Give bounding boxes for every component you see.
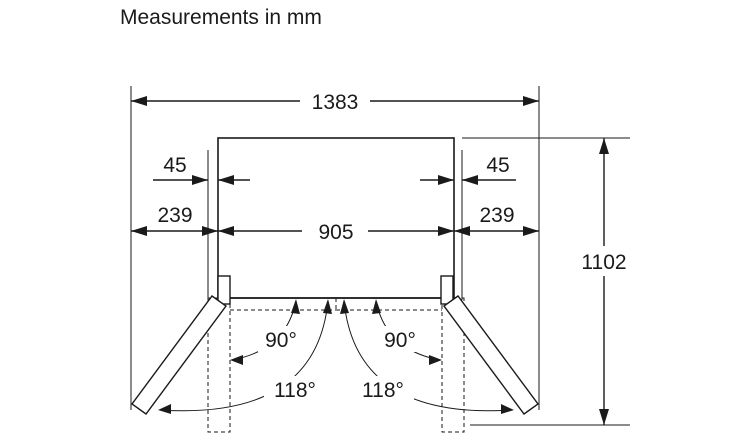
right-hinge [440,275,454,305]
door-swing-outlines [207,297,465,433]
label-side-gap-right: 45 [486,154,509,177]
label-depth: 1102 [581,251,626,274]
dim-cabinet-width [218,216,454,244]
label-angle-right-118: 118° [362,379,404,402]
label-side-gap-left: 45 [163,154,186,177]
left-door-open [131,295,227,415]
diagram-title: Measurements in mm [120,6,322,29]
label-angle-left-118: 118° [274,379,316,402]
dim-door-clearance-right [454,226,539,236]
label-overall-width: 1383 [312,91,359,114]
dim-side-gap-right [420,175,516,185]
dim-overall-width [131,86,539,114]
dim-door-clearance-left [131,226,218,236]
label-cabinet-width: 905 [318,221,353,244]
label-angle-left-90: 90° [265,329,297,352]
label-door-clearance-left: 239 [157,204,192,227]
left-hinge [217,275,231,305]
dim-depth [572,138,636,425]
label-angle-right-90: 90° [384,329,416,352]
extension-lines [130,86,630,426]
label-door-clearance-right: 239 [479,204,514,227]
right-door-open [443,295,539,415]
dim-side-gap-left [153,175,250,185]
